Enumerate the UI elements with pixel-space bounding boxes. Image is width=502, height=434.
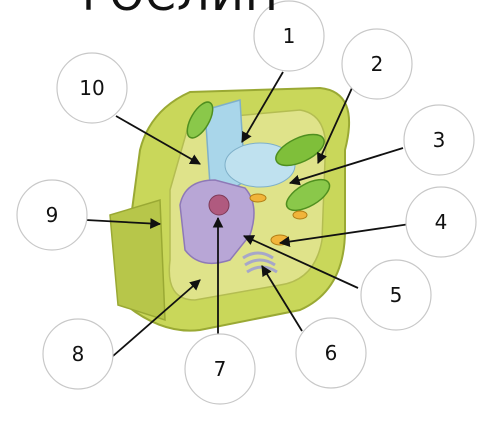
label-circle-9 (16, 179, 88, 251)
leader-lines (85, 71, 411, 357)
label-circle-2 (341, 28, 413, 100)
mitochondrion (270, 234, 290, 246)
label-text-6: 6 (325, 341, 338, 365)
mitochondrion (292, 210, 308, 220)
label-text-8: 8 (72, 342, 85, 366)
label-text-2: 2 (371, 52, 384, 76)
label-circle-5 (360, 259, 432, 331)
label-text-9: 9 (46, 203, 59, 227)
chloroplast (186, 101, 214, 139)
label-circle-6 (295, 317, 367, 389)
label-text-7: 7 (214, 357, 227, 381)
label-text-5: 5 (390, 283, 403, 307)
chloroplast (285, 178, 331, 212)
label-text-4: 4 (435, 210, 448, 234)
label-circle-1 (253, 0, 325, 72)
label-text-1: 1 (283, 24, 296, 48)
label-circles: 1 2 3 4 5 6 7 8 9 10 (16, 0, 477, 405)
label-circle-4 (405, 186, 477, 258)
mitochondrion (249, 193, 267, 203)
label-text-10: 10 (79, 76, 104, 100)
label-text-3: 3 (433, 128, 446, 152)
label-circle-3 (403, 104, 475, 176)
diagram-title: РОСЛИН (82, 0, 279, 21)
chloroplast (275, 133, 325, 167)
label-circle-10 (56, 52, 128, 124)
label-circle-7 (184, 333, 256, 405)
nucleolus (208, 194, 230, 216)
cell-wall-slab-left (109, 199, 166, 322)
label-circle-8 (42, 318, 114, 390)
